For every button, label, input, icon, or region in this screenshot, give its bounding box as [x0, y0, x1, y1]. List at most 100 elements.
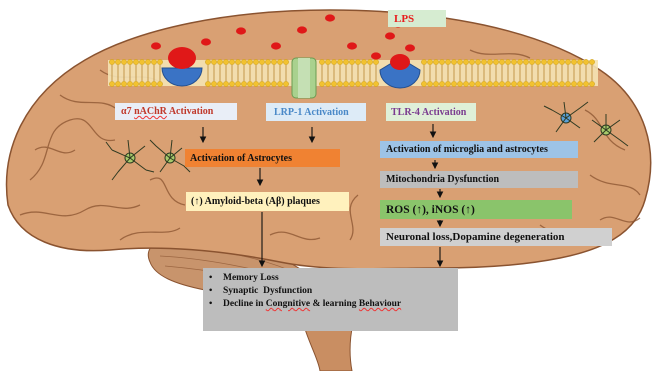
astrocyte-activation-box: Activation of Astrocytes [185, 149, 340, 167]
lipid-head [139, 81, 144, 86]
lps-dot-icon [325, 14, 335, 21]
lipid-head [523, 59, 528, 64]
lipid-head [505, 81, 510, 86]
lipid-head [367, 81, 372, 86]
lipid-head [223, 59, 228, 64]
lipid-head [529, 59, 534, 64]
lipid-head [127, 81, 132, 86]
outcome-decline-d: Behaviour [359, 299, 401, 309]
lipid-head [253, 81, 258, 86]
lps-dot-icon [347, 42, 357, 49]
lipid-head [259, 81, 264, 86]
outcome-synaptic: Synaptic Dysfunction [209, 285, 458, 298]
lipid-head [121, 81, 126, 86]
lipid-head [241, 59, 246, 64]
lipid-head [451, 59, 456, 64]
lipid-head [481, 59, 486, 64]
lipid-head [433, 59, 438, 64]
outcome-decline-a: Decline in [223, 299, 266, 309]
lps-dot-icon [385, 32, 395, 39]
lipid-head [487, 81, 492, 86]
lipid-head [541, 59, 546, 64]
lps-dot-icon [271, 42, 281, 49]
lipid-head [541, 81, 546, 86]
lipid-head [583, 81, 588, 86]
outcome-decline: Decline in Congnitive & learning Behavio… [209, 298, 458, 311]
lipid-head [337, 81, 342, 86]
lipid-head [445, 81, 450, 86]
outcome-decline-b: Congnitive [266, 299, 310, 309]
lipid-head [439, 81, 444, 86]
lipid-head [517, 81, 522, 86]
lps-label: LPS [388, 10, 446, 27]
lipid-head [343, 81, 348, 86]
a7-nachr-activation-label: α7 nAChR Activation [115, 103, 237, 120]
lipid-head [361, 59, 366, 64]
lipid-head [265, 81, 270, 86]
ros-inos-box: ROS (↑), iNOS (↑) [380, 200, 572, 219]
lipid-head [529, 81, 534, 86]
lipid-head [259, 59, 264, 64]
lipid-head [235, 59, 240, 64]
a7-suffix: Activation [167, 106, 213, 117]
mitochondria-dysfunction-box: Mitochondria Dysfunction [380, 171, 578, 188]
outcomes-box: Memory Loss Synaptic Dysfunction Decline… [203, 268, 458, 331]
lipid-head [325, 59, 330, 64]
lipid-head [445, 59, 450, 64]
lipid-head [475, 59, 480, 64]
lipid-head [523, 81, 528, 86]
lipid-head [577, 81, 582, 86]
lipid-head [151, 81, 156, 86]
lipid-head [349, 59, 354, 64]
lipid-head [469, 81, 474, 86]
lipid-head [145, 81, 150, 86]
lipid-head [373, 59, 378, 64]
lipid-head [349, 81, 354, 86]
lipid-head [373, 81, 378, 86]
lipid-head [565, 59, 570, 64]
lipid-head [319, 81, 324, 86]
lipid-head [547, 59, 552, 64]
lipid-head [559, 81, 564, 86]
neuronal-loss-box: Neuronal loss,Dopamine degeneration [380, 228, 612, 246]
lipid-head [217, 81, 222, 86]
lipid-head [229, 59, 234, 64]
lipid-head [265, 59, 270, 64]
lipid-head [553, 81, 558, 86]
lipid-head [517, 59, 522, 64]
lipid-head [433, 81, 438, 86]
lipid-head [571, 59, 576, 64]
lipid-head [487, 59, 492, 64]
lipid-head [283, 81, 288, 86]
lipid-head [319, 59, 324, 64]
outcome-memory-text: Memory Loss [223, 273, 279, 283]
lipid-head [247, 59, 252, 64]
lps-dot-icon [405, 44, 415, 51]
lipid-head [157, 81, 162, 86]
lipid-head [355, 59, 360, 64]
lipid-head [511, 59, 516, 64]
lipid-head [427, 81, 432, 86]
lipid-head [325, 81, 330, 86]
lipid-head [427, 59, 432, 64]
lipid-head [121, 59, 126, 64]
lipid-head [277, 59, 282, 64]
lipid-head [463, 59, 468, 64]
lipid-head [109, 59, 114, 64]
lipid-head [499, 59, 504, 64]
lipid-head [253, 59, 258, 64]
lps-dot-icon [201, 38, 211, 45]
a7-prefix: α7 [121, 106, 134, 117]
lipid-head [133, 81, 138, 86]
lipid-head [235, 81, 240, 86]
lipid-head [493, 59, 498, 64]
lipid-head [331, 59, 336, 64]
lipid-head [145, 59, 150, 64]
lipid-head [469, 59, 474, 64]
lipid-head [547, 81, 552, 86]
lipid-head [577, 59, 582, 64]
lipid-head [571, 81, 576, 86]
lipid-head [505, 59, 510, 64]
lipid-head [205, 59, 210, 64]
